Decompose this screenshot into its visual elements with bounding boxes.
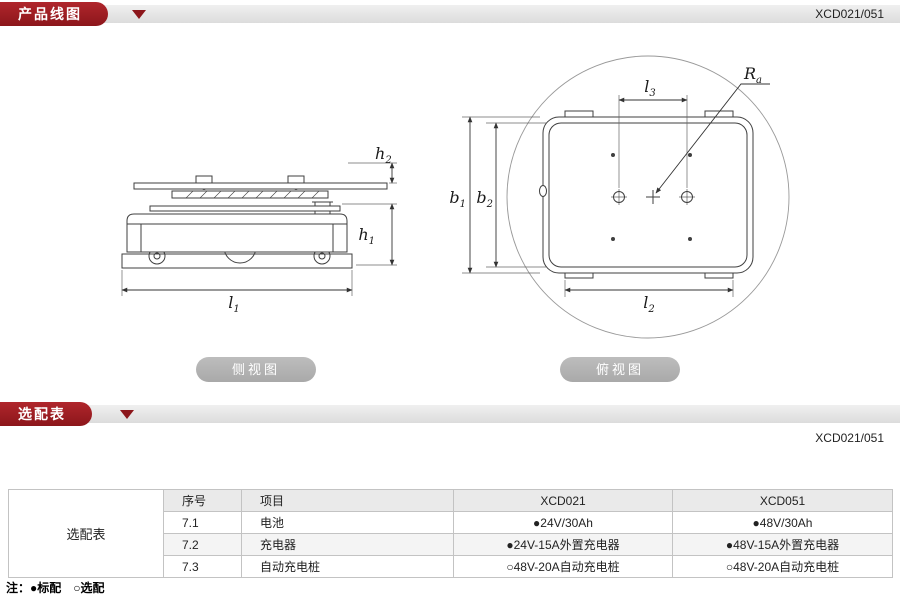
top-view-drawing [506, 55, 790, 339]
table-side-label: 选配表 [8, 489, 164, 578]
cell-no: 7.1 [163, 511, 242, 534]
cell-item: 自动充电桩 [241, 555, 454, 578]
chevron-down-icon [132, 10, 146, 19]
section-bar-track [0, 405, 900, 423]
cell-xcd021: ●24V/30Ah [453, 511, 673, 534]
side-view-drawing [121, 175, 388, 269]
top-view-caption: 俯视图 [560, 357, 680, 382]
cell-xcd051: ○48V-20A自动充电桩 [672, 555, 893, 578]
cell-item: 充电器 [241, 533, 454, 556]
legend-standard: ●标配 [30, 581, 62, 594]
section-title-product-line: 产品线图 [0, 2, 108, 26]
cell-xcd021: ○48V-20A自动充电桩 [453, 555, 673, 578]
dim-label-ra: Ra [743, 64, 762, 86]
section-title-options: 选配表 [0, 402, 92, 426]
section-bar-track [0, 5, 900, 23]
dim-label-h1: h1 [358, 225, 375, 247]
dim-label-h2: h2 [375, 144, 392, 166]
chevron-down-icon [120, 410, 134, 419]
side-view-caption: 侧视图 [196, 357, 316, 382]
cell-item: 电池 [241, 511, 454, 534]
table-row: 7.1 电池 ●24V/30Ah ●48V/30Ah [9, 511, 893, 534]
options-table: 选配表 序号 项目 XCD021 XCD051 7.1 电池 ●24V/30Ah… [8, 489, 893, 578]
dim-label-b1: b1 [449, 188, 466, 210]
side-view-dimensions: h2 h1 l1 [121, 144, 397, 315]
model-code: XCD021/051 [815, 7, 884, 21]
section-bar-options: 选配表 XCD021/051 [0, 402, 900, 445]
top-view-dimensions: l3 Ra b1 b2 l2 [449, 64, 770, 315]
note-prefix: 注： [6, 581, 31, 594]
table-row: 7.3 自动充电桩 ○48V-20A自动充电桩 ○48V-20A自动充电桩 [9, 555, 893, 578]
cell-no: 7.3 [163, 555, 242, 578]
section-title-text: 选配表 [18, 406, 66, 422]
cell-no: 7.2 [163, 533, 242, 556]
technical-drawings: h2 h1 l1 [121, 55, 790, 339]
dim-label-l1: l1 [228, 293, 240, 315]
legend-note: 注：●标配 ○选配 [6, 579, 105, 594]
model-code: XCD021/051 [815, 431, 884, 445]
col-header-xcd051: XCD051 [672, 489, 893, 512]
legend-optional: ○选配 [73, 581, 105, 594]
col-header-xcd021: XCD021 [453, 489, 673, 512]
cell-xcd051: ●48V-15A外置充电器 [672, 533, 893, 556]
cell-xcd051: ●48V/30Ah [672, 511, 893, 534]
section-bar-product-line: 产品线图 XCD021/051 [0, 2, 900, 28]
dim-label-b2: b2 [476, 188, 493, 210]
table-header-row: 选配表 序号 项目 XCD021 XCD051 [8, 489, 893, 578]
dim-label-l3: l3 [644, 77, 656, 99]
section-title-text: 产品线图 [18, 6, 82, 22]
col-header-no: 序号 [163, 489, 242, 512]
dim-label-l2: l2 [643, 293, 655, 315]
cell-xcd021: ●24V-15A外置充电器 [453, 533, 673, 556]
col-header-item: 项目 [241, 489, 454, 512]
